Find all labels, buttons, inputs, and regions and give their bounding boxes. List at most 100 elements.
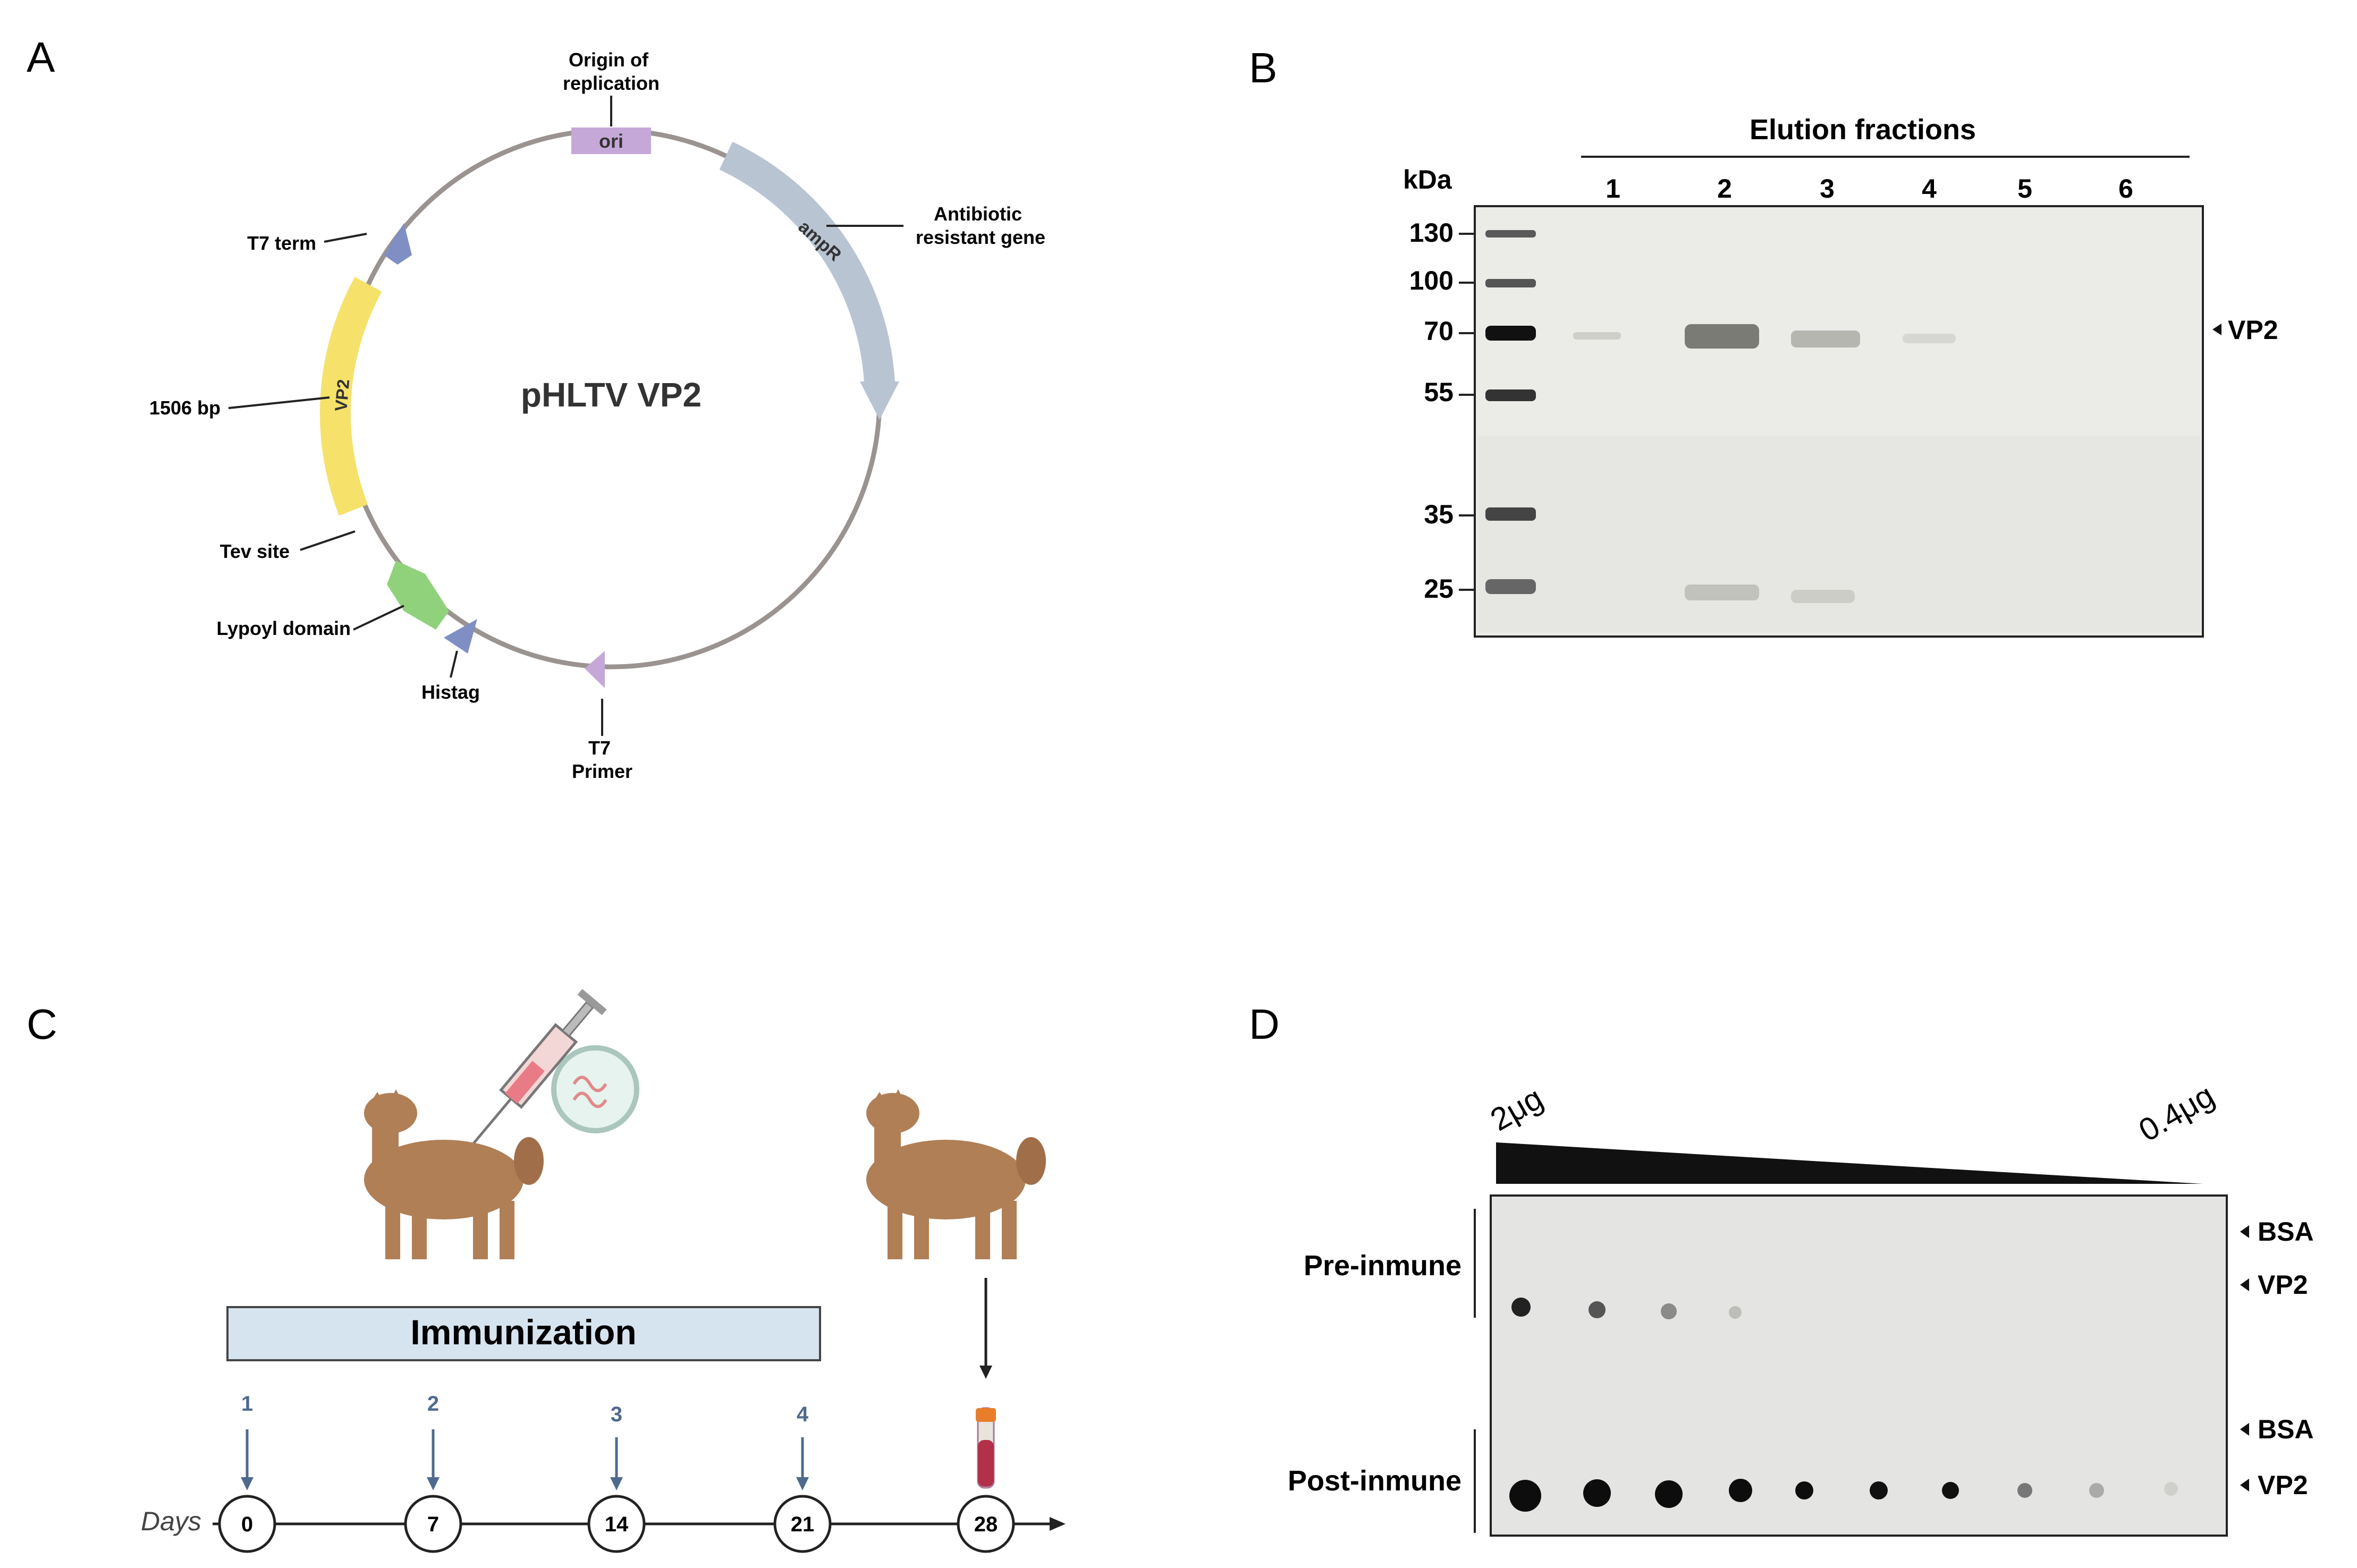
lane-number: 1	[1606, 174, 1620, 204]
lane-number: 4	[1922, 174, 1937, 204]
marker-label: 70	[1424, 316, 1454, 346]
histag-label: Histag	[421, 681, 480, 703]
post-inmune-vp2-dot	[1729, 1479, 1752, 1502]
vp2-indicator-arrow	[2212, 324, 2221, 335]
tev-leader	[300, 530, 356, 551]
elution-header: Elution fractions	[1750, 114, 1976, 146]
ladder-band	[1485, 389, 1536, 401]
ladder-band	[1485, 279, 1536, 287]
post-inmune-vp2-dot	[1583, 1479, 1611, 1507]
day-number: 0	[241, 1513, 253, 1536]
dot-blot-image	[1490, 1194, 2228, 1537]
lane-number: 5	[2017, 174, 2032, 204]
t7-primer-label: T7 Primer	[572, 737, 632, 782]
panel-b: B Elution fractions kDa 1 2 3 4 5 6 130 …	[1249, 44, 2278, 638]
pre-inmune-vp2-dot	[1511, 1298, 1531, 1317]
panel-d: D 2μg 0.4μg Pre-inmune Post-inmune BSA V…	[1249, 1001, 2314, 1537]
post-inmune-vp2-dot	[1655, 1480, 1683, 1508]
dose-arrowhead	[796, 1477, 809, 1490]
kda-label: kDa	[1403, 165, 1452, 194]
pre-inmune-vp2-dot	[1589, 1301, 1606, 1318]
day-marker	[218, 1495, 276, 1553]
lypoyl-arrow	[387, 561, 449, 630]
ampr-feature	[719, 141, 895, 384]
t7-primer-label-line1: T7	[588, 737, 611, 759]
ladder-band	[1485, 579, 1536, 594]
marker-label: 55	[1424, 377, 1454, 407]
histag-leader	[450, 650, 458, 678]
low-band-lane-3	[1791, 590, 1855, 603]
marker-label: 25	[1424, 574, 1454, 604]
day-marker	[773, 1495, 832, 1553]
post-inmune-vp2-dot	[1870, 1481, 1888, 1499]
syringe-icon	[470, 989, 639, 1147]
vp2-pre-arrow	[2240, 1278, 2249, 1291]
panel-a: A ampR ori Origin of replication Antibio…	[27, 33, 1045, 782]
dose-number: 3	[611, 1403, 622, 1426]
lane-number: 6	[2118, 174, 2133, 204]
day-marker	[404, 1495, 462, 1553]
post-inmune-label: Post-inmune	[1288, 1465, 1461, 1497]
lypoyl-label: Lypoyl domain	[216, 617, 351, 639]
antibiotic-label-line2: resistant gene	[916, 226, 1045, 248]
ampr-arrowhead	[860, 382, 899, 420]
vp2-feature-label: VP2	[331, 378, 353, 412]
blood-tube-icon	[976, 1407, 996, 1489]
post-inmune-vp2-dot	[1795, 1481, 1813, 1499]
pre-inmune-vp2-dot	[1661, 1303, 1677, 1319]
lane-number: 3	[1820, 174, 1835, 204]
timeline-arrowhead	[1050, 1517, 1066, 1531]
day-marker	[957, 1495, 1015, 1553]
tev-label: Tev site	[220, 540, 290, 562]
dose-number: 4	[797, 1403, 809, 1426]
immunization-box	[226, 1306, 821, 1361]
vp2-post-arrow	[2240, 1479, 2249, 1491]
post-inmune-vp2-dot	[2089, 1483, 2104, 1498]
vp2-post-label: VP2	[2258, 1470, 2308, 1500]
day-number: 14	[605, 1513, 629, 1536]
bsa-pre-label: BSA	[2258, 1217, 2314, 1247]
ori-feature	[571, 128, 651, 154]
dose-arrowhead	[427, 1477, 440, 1490]
vp2-band-lane-3	[1791, 330, 1860, 347]
immunization-label: Immunization	[410, 1312, 636, 1352]
dose-arrowhead	[610, 1477, 623, 1490]
concentration-gradient-wedge	[1496, 1142, 2203, 1184]
llama-icon	[866, 1089, 1046, 1259]
panel-c: C	[27, 989, 1066, 1553]
ladder-band	[1485, 507, 1536, 521]
marker-label: 35	[1424, 499, 1454, 529]
t7-term-label: T7 term	[247, 232, 316, 254]
t7-term-leader	[324, 233, 367, 243]
vp2-band-lane-2	[1685, 324, 1759, 349]
antibiotic-label: Antibiotic resistant gene	[916, 203, 1045, 248]
ladder-band	[1485, 326, 1536, 341]
bsa-pre-arrow	[2240, 1225, 2249, 1238]
marker-label: 130	[1409, 218, 1454, 248]
t7-term-arrow	[384, 223, 412, 265]
panel-c-letter: C	[27, 1001, 57, 1048]
dose-number: 2	[427, 1392, 439, 1416]
pre-inmune-label: Pre-inmune	[1304, 1250, 1461, 1282]
dose-number: 1	[241, 1392, 253, 1416]
vp2-feature	[319, 277, 382, 516]
pre-inmune-vp2-dot	[1729, 1306, 1742, 1319]
origin-label: Origin of replication	[563, 49, 660, 94]
max-amount-label: 2μg	[1484, 1080, 1549, 1138]
bp-leader	[228, 396, 330, 409]
histag-arrow	[444, 619, 477, 654]
llama-icon	[364, 1089, 544, 1259]
ladder-band	[1485, 230, 1536, 238]
day-number: 28	[974, 1513, 998, 1536]
post-inmune-vp2-dot	[1509, 1480, 1541, 1512]
antibiotic-label-line1: Antibiotic	[934, 203, 1022, 225]
dose-arrowhead	[241, 1477, 254, 1490]
lane-number: 2	[1717, 174, 1732, 204]
bsa-post-label: BSA	[2258, 1414, 2314, 1444]
marker-label: 100	[1409, 266, 1454, 295]
day-number: 7	[427, 1513, 439, 1536]
post-inmune-vp2-dot	[2017, 1483, 2032, 1498]
day-number: 21	[791, 1513, 815, 1536]
bp-label: 1506 bp	[149, 397, 221, 419]
